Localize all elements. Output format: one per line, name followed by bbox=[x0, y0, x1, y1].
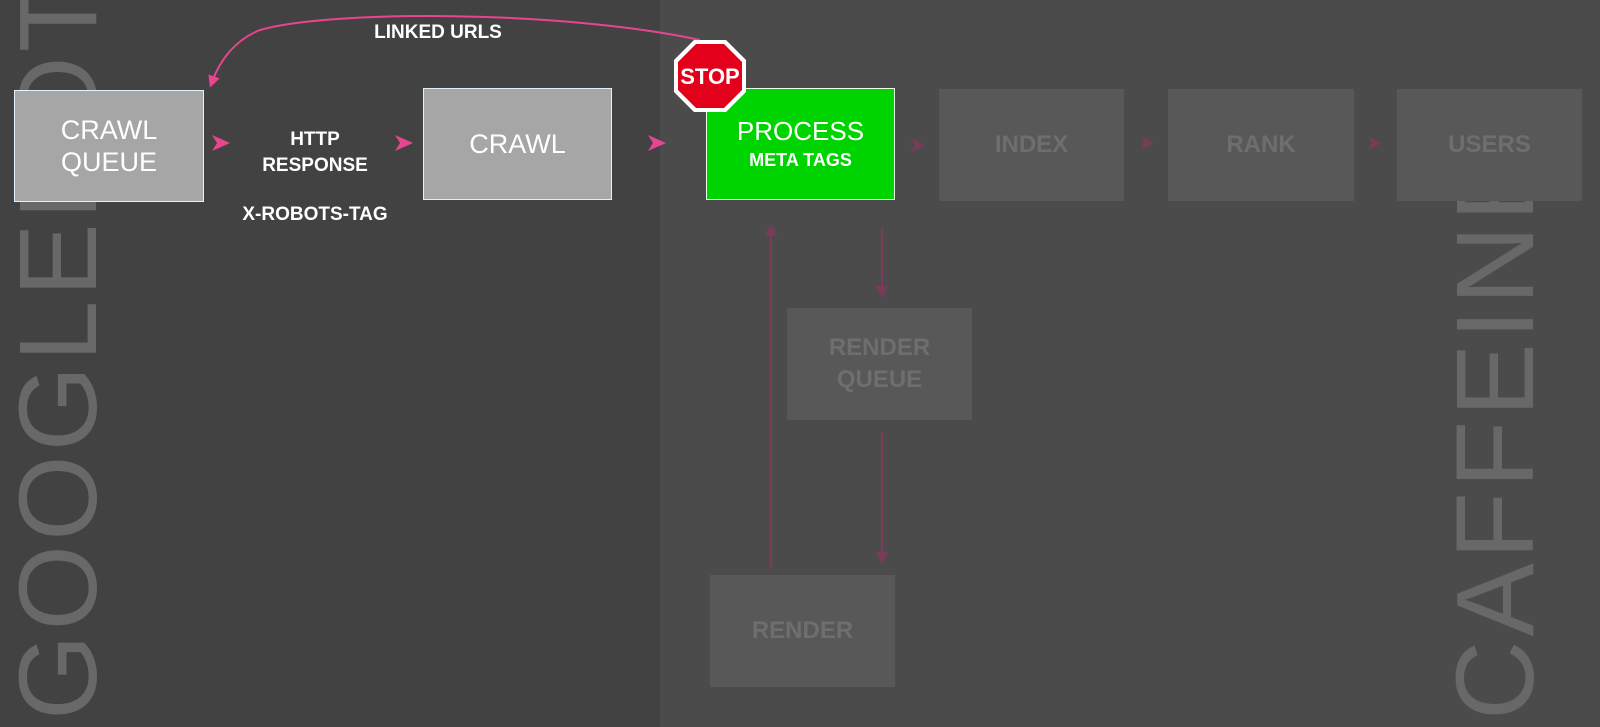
arrow-index-to-rank bbox=[1140, 136, 1154, 150]
rank-box: RANK bbox=[1168, 89, 1354, 201]
http-response-line2: RESPONSE bbox=[262, 154, 368, 176]
linked-urls-label: LINKED URLS bbox=[374, 22, 502, 43]
stop-sign-icon: STOP bbox=[674, 40, 746, 112]
arrow-process-to-index bbox=[911, 138, 925, 152]
http-response-label: HTTP RESPONSE bbox=[240, 127, 390, 178]
index-box: INDEX bbox=[939, 89, 1124, 201]
stop-sign-label: STOP bbox=[680, 64, 740, 89]
crawl-queue-label-line2: QUEUE bbox=[60, 147, 158, 177]
arrowhead-render bbox=[876, 552, 888, 564]
crawl-box: CRAWL bbox=[423, 88, 612, 200]
crawl-queue-label-line1: CRAWL bbox=[60, 114, 158, 145]
arrow-crawl-to-process bbox=[648, 135, 666, 151]
index-label: INDEX bbox=[994, 130, 1069, 158]
render-label: RENDER bbox=[751, 616, 854, 644]
process-label: PROCESS bbox=[736, 116, 865, 147]
rank-label: RANK bbox=[1226, 130, 1296, 158]
arrow-crawl-queue-to-response bbox=[212, 135, 230, 151]
linked-urls-arrow bbox=[208, 15, 701, 88]
crawl-queue-box: CRAWL QUEUE bbox=[14, 90, 204, 202]
arrowhead-process-up bbox=[765, 224, 777, 236]
crawl-label: CRAWL bbox=[469, 128, 566, 159]
render-queue-box: RENDER QUEUE bbox=[787, 308, 972, 420]
users-box: USERS bbox=[1397, 89, 1582, 201]
x-robots-tag-label: X-ROBOTS-TAG bbox=[242, 204, 388, 225]
process-box: PROCESS META TAGS bbox=[706, 88, 895, 200]
users-label: USERS bbox=[1448, 130, 1531, 158]
render-box: RENDER bbox=[710, 575, 895, 687]
arrowhead-render-queue bbox=[876, 286, 888, 298]
arrow-rank-to-users bbox=[1368, 136, 1382, 150]
process-sublabel: META TAGS bbox=[749, 149, 852, 170]
http-response-line1: HTTP bbox=[290, 129, 340, 150]
render-queue-label-line1: RENDER bbox=[828, 333, 931, 361]
arrow-response-to-crawl bbox=[395, 135, 413, 151]
render-queue-label-line2: QUEUE bbox=[836, 366, 923, 393]
